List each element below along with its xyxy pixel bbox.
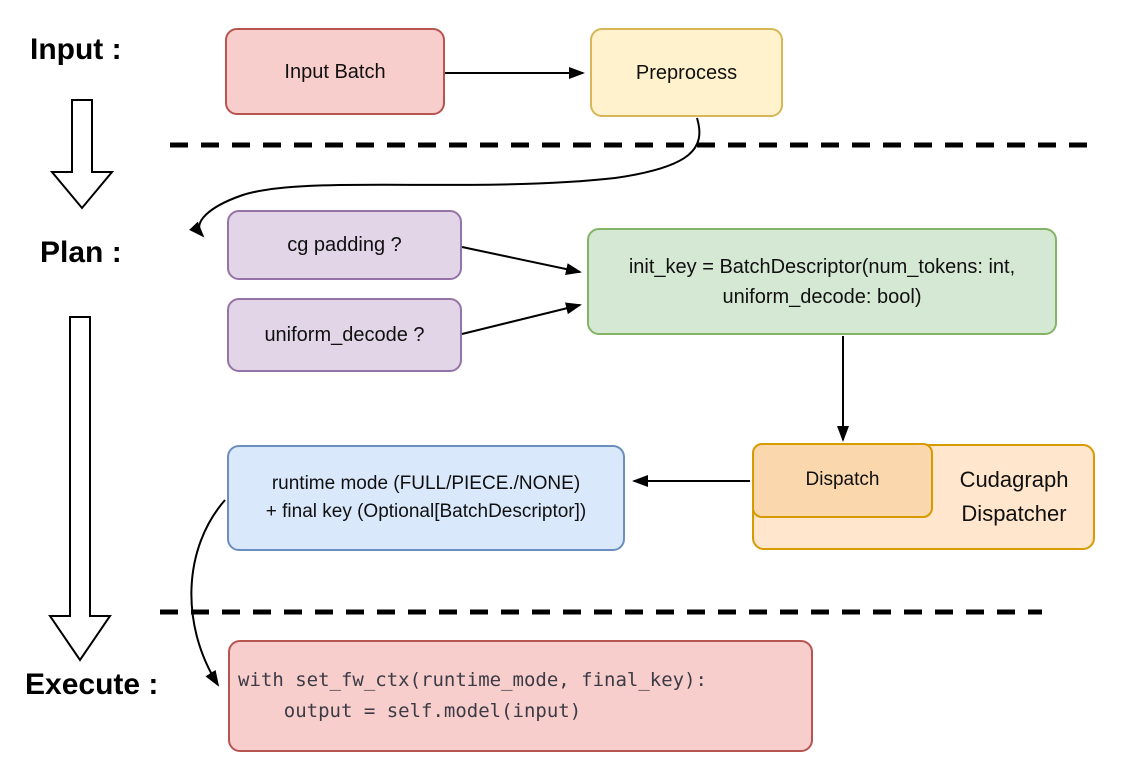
node-dispatch-label: Dispatch (805, 469, 880, 491)
section-label-execute: Execute : (25, 668, 159, 701)
stage-arrow-input-to-plan (49, 99, 115, 210)
node-init-key: init_key = BatchDescriptor(num_tokens: i… (587, 228, 1057, 335)
section-label-plan: Plan : (40, 236, 122, 269)
node-cg-padding-label: cg padding ? (287, 234, 402, 256)
node-init-key-line2: uniform_decode: bool) (722, 285, 922, 308)
arrow-runtimemode-to-execute (190, 499, 226, 687)
section-label-input: Input : (30, 33, 122, 66)
node-cudagraph-dispatcher-label: Cudagraph Dispatcher (959, 466, 1069, 526)
node-preprocess: Preprocess (590, 28, 783, 117)
arrow-cgpadding-to-initkey (461, 246, 582, 275)
node-uniform-decode-label: uniform_decode ? (264, 324, 425, 346)
node-input-batch-label: Input Batch (284, 60, 386, 83)
arrow-uniformdecode-to-initkey (461, 302, 582, 335)
node-input-batch: Input Batch (225, 28, 445, 115)
node-uniform-decode: uniform_decode ? (227, 298, 462, 372)
node-runtime-mode-line2: + final key (Optional[BatchDescriptor]) (265, 501, 587, 522)
node-init-key-line1: init_key = BatchDescriptor(num_tokens: i… (628, 255, 1016, 278)
node-dispatch: Dispatch (752, 443, 933, 518)
execute-code-line1: with set_fw_ctx(runtime_mode, final_key)… (238, 668, 707, 691)
execute-code-line2: output = self.model(input) (238, 700, 582, 722)
node-runtime-mode: runtime mode (FULL/PIECE./NONE) + final … (227, 445, 625, 551)
node-execute-code: with set_fw_ctx(runtime_mode, final_key)… (228, 640, 813, 752)
node-preprocess-label: Preprocess (635, 61, 738, 84)
node-runtime-mode-line1: runtime mode (FULL/PIECE./NONE) (271, 472, 581, 494)
stage-arrow-plan-to-execute (48, 316, 112, 662)
node-cg-padding: cg padding ? (227, 210, 462, 280)
